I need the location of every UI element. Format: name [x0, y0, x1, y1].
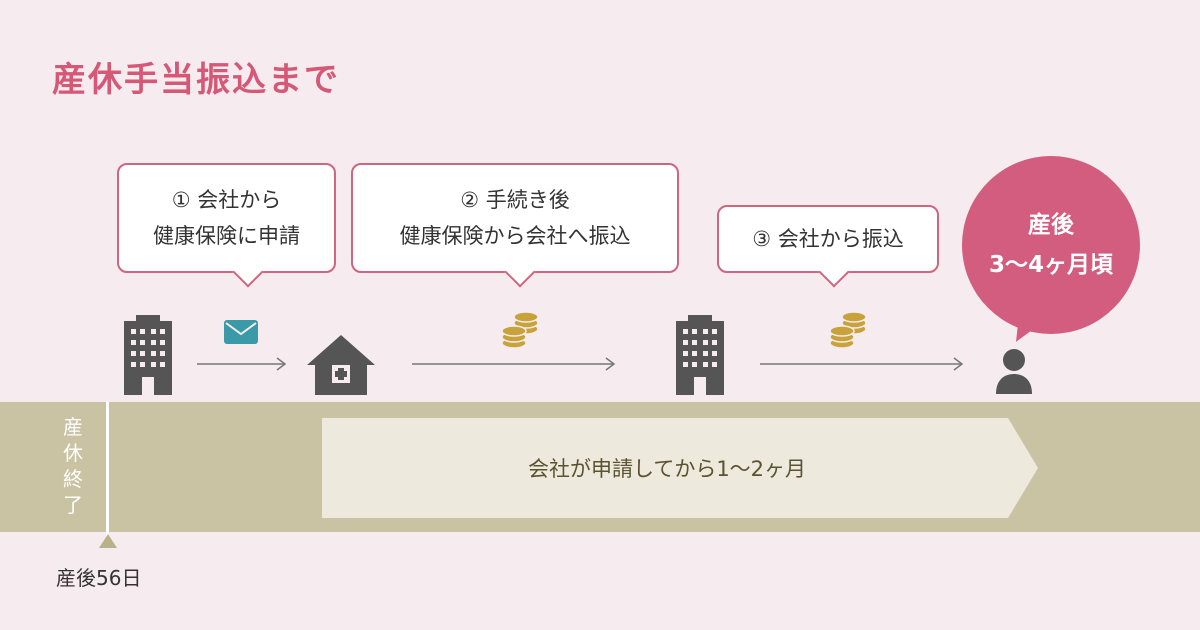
page-title: 産休手当振込まで [52, 60, 340, 100]
step-2-line1: ② 手続き後 [460, 188, 570, 212]
leave-end-char: 終 [63, 467, 83, 491]
start-day-label: 産後56日 [56, 566, 142, 590]
leave-end-char: 了 [63, 493, 83, 517]
start-marker-triangle [99, 534, 117, 548]
duration-arrow [322, 418, 1038, 518]
duration-label: 会社が申請してから1〜2ヶ月 [527, 457, 807, 481]
mail-icon [224, 320, 258, 344]
step-1-bubble: ① 会社から 健康保険に申請 [117, 163, 336, 288]
step-3-bubble: ③ 会社から振込 [717, 205, 939, 288]
coins-icon [501, 311, 539, 349]
arrow-icon [760, 357, 964, 371]
leave-end-line [106, 402, 109, 538]
step-2-line2: 健康保険から会社へ振込 [399, 224, 631, 248]
leave-end-char: 産 [63, 415, 83, 439]
arrow-icon [412, 357, 616, 371]
building-icon [124, 315, 172, 395]
goal-circle: 産後 3〜4ヶ月頃 [962, 156, 1140, 334]
arrow-icon [197, 357, 287, 371]
leave-end-label: 産 休 終 了 [58, 414, 88, 518]
hospital-icon [307, 335, 375, 395]
step-1-line1: ① 会社から [171, 188, 282, 212]
goal-line2: 3〜4ヶ月頃 [988, 252, 1113, 278]
person-icon [996, 349, 1032, 394]
goal-line1: 産後 [1028, 212, 1074, 238]
building-icon [676, 315, 724, 395]
leave-end-char: 休 [63, 441, 83, 465]
step-3-line1: ③ 会社から振込 [752, 227, 904, 251]
step-2-bubble: ② 手続き後 健康保険から会社へ振込 [351, 163, 679, 288]
step-1-line2: 健康保険に申請 [153, 224, 300, 248]
coins-icon [829, 311, 867, 349]
